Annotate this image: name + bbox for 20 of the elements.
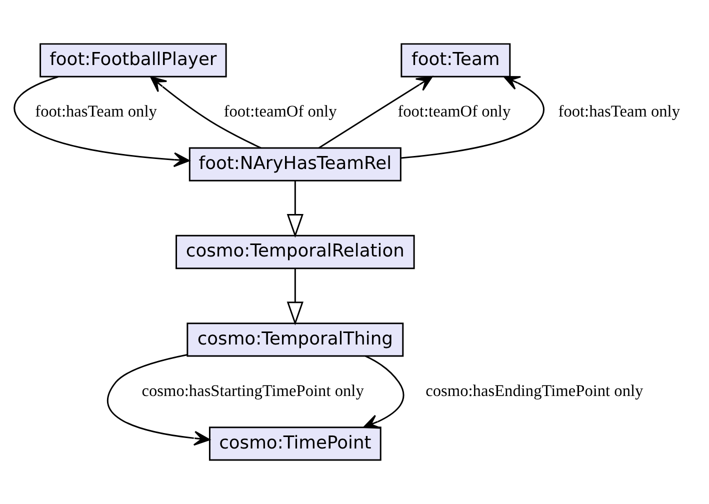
node-box: cosmo:TimePoint: [208, 426, 382, 461]
node-box: foot:FootballPlayer: [40, 43, 227, 78]
arrow: [318, 76, 433, 148]
edge-label: cosmo:hasEndingTimePoint only: [426, 380, 644, 400]
edge-label: foot:hasTeam only: [35, 101, 157, 120]
node-box: cosmo:TemporalThing: [186, 322, 404, 357]
edge-label: foot:teamOf only: [398, 101, 511, 120]
arrow: [286, 180, 304, 238]
arrow: [286, 268, 304, 326]
node-box: foot:NAryHasTeamRel: [188, 147, 402, 182]
arrow: [150, 76, 262, 149]
arrow: [14, 76, 190, 168]
node-box: foot:Team: [400, 43, 511, 78]
arrow: [401, 76, 544, 159]
arrow: [363, 355, 404, 429]
arrow: [107, 354, 210, 446]
edge-label: foot:teamOf only: [224, 101, 337, 120]
edge-label: cosmo:hasStartingTimePoint only: [142, 380, 364, 400]
edge-label: foot:hasTeam only: [558, 101, 680, 120]
node-box: cosmo:TemporalRelation: [176, 234, 415, 270]
